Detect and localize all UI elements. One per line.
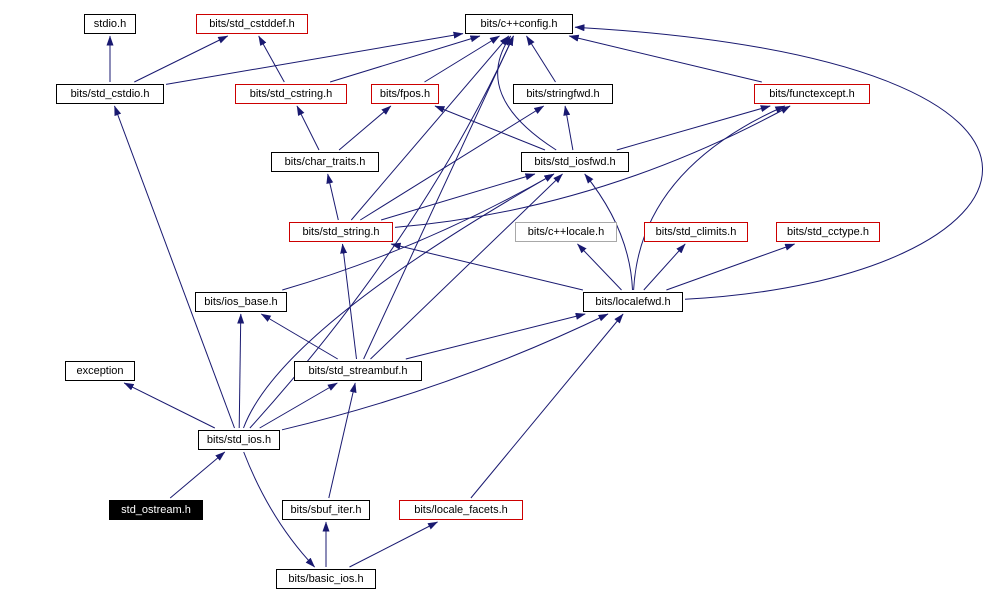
edge-std_streambuf-to-std_iosfwd <box>370 173 563 360</box>
edge-functexcept-to-cppconfig <box>568 34 762 83</box>
edge-std_streambuf-to-cppconfig <box>363 35 514 360</box>
node-std_ios[interactable]: bits/std_ios.h <box>198 430 280 450</box>
edge-locale_facets-to-localefwd <box>470 313 624 499</box>
edge-char_traits-to-std_cstring <box>296 105 320 151</box>
node-stringfwd[interactable]: bits/stringfwd.h <box>513 84 613 104</box>
edge-std_iosfwd-to-fpos <box>434 105 546 151</box>
node-cppconfig[interactable]: bits/c++config.h <box>465 14 573 34</box>
edge-std_ostream-to-std_ios <box>169 451 226 499</box>
node-ios_base[interactable]: bits/ios_base.h <box>195 292 287 312</box>
node-stdio[interactable]: stdio.h <box>84 14 136 34</box>
edge-std_ios-to-basic_ios <box>243 451 315 568</box>
edge-std_cstring-to-cppconfig <box>329 35 481 83</box>
edge-std_ios-to-std_cstdio <box>114 105 235 429</box>
edge-std_streambuf-to-localefwd <box>405 312 586 360</box>
edge-char_traits-to-fpos <box>338 105 392 151</box>
edge-std_cstdio-to-cppconfig <box>165 31 464 85</box>
edge-fpos-to-cppconfig <box>424 35 500 83</box>
edge-std_ios-to-std_streambuf <box>259 382 338 429</box>
edge-std_iosfwd-to-stringfwd <box>563 105 574 151</box>
edge-std_iosfwd-to-functexcept <box>616 105 771 151</box>
node-fpos[interactable]: bits/fpos.h <box>371 84 439 104</box>
node-std_cctype[interactable]: bits/std_cctype.h <box>776 222 880 242</box>
node-std_string[interactable]: bits/std_string.h <box>289 222 393 242</box>
node-std_cstddef[interactable]: bits/std_cstddef.h <box>196 14 308 34</box>
edge-std_string-to-functexcept <box>394 105 791 228</box>
node-exception[interactable]: exception <box>65 361 135 381</box>
node-locale_facets[interactable]: bits/locale_facets.h <box>399 500 523 520</box>
node-functexcept[interactable]: bits/functexcept.h <box>754 84 870 104</box>
edge-basic_ios-to-locale_facets <box>349 521 438 568</box>
edge-std_streambuf-to-ios_base <box>260 313 338 360</box>
edge-std_string-to-std_iosfwd <box>380 173 536 221</box>
node-basic_ios[interactable]: bits/basic_ios.h <box>276 569 376 589</box>
edge-localefwd-to-std_string <box>390 242 584 291</box>
node-std_cstdio[interactable]: bits/std_cstdio.h <box>56 84 164 104</box>
node-std_ostream: std_ostream.h <box>109 500 203 520</box>
node-localefwd[interactable]: bits/localefwd.h <box>583 292 683 312</box>
edge-std_ios-to-localefwd <box>281 313 609 431</box>
node-std_iosfwd[interactable]: bits/std_iosfwd.h <box>521 152 629 172</box>
edge-localefwd-to-std_iosfwd <box>584 173 633 291</box>
edge-std_ios-to-std_iosfwd <box>243 173 555 429</box>
edge-stringfwd-to-cppconfig <box>526 35 556 83</box>
edge-localefwd-to-cppconfig <box>574 24 983 300</box>
edge-localefwd-to-std_climits <box>643 243 686 291</box>
node-cpplocale: bits/c++locale.h <box>515 222 617 242</box>
edge-std_ios-to-ios_base <box>237 313 245 429</box>
edge-std_streambuf-to-std_string <box>340 243 357 360</box>
edge-ios_base-to-std_iosfwd <box>282 173 555 291</box>
node-std_climits[interactable]: bits/std_climits.h <box>644 222 748 242</box>
edge-std_iosfwd-to-cppconfig <box>497 35 557 151</box>
node-sbuf_iter[interactable]: bits/sbuf_iter.h <box>282 500 370 520</box>
edge-std_string-to-stringfwd <box>360 105 545 221</box>
edge-localefwd-to-cpplocale <box>577 243 622 291</box>
node-std_cstring[interactable]: bits/std_cstring.h <box>235 84 347 104</box>
node-char_traits[interactable]: bits/char_traits.h <box>271 152 379 172</box>
edge-std_string-to-cppconfig <box>350 35 510 221</box>
edge-localefwd-to-functexcept <box>633 105 786 291</box>
node-std_streambuf[interactable]: bits/std_streambuf.h <box>294 361 422 381</box>
edge-sbuf_iter-to-std_streambuf <box>328 382 357 499</box>
edge-std_ios-to-exception <box>123 382 216 429</box>
edge-std_string-to-char_traits <box>326 173 339 221</box>
edge-std_cstring-to-std_cstddef <box>258 35 285 83</box>
edge-localefwd-to-std_cctype <box>666 243 796 291</box>
edge-std_cstdio-to-std_cstddef <box>134 35 229 83</box>
